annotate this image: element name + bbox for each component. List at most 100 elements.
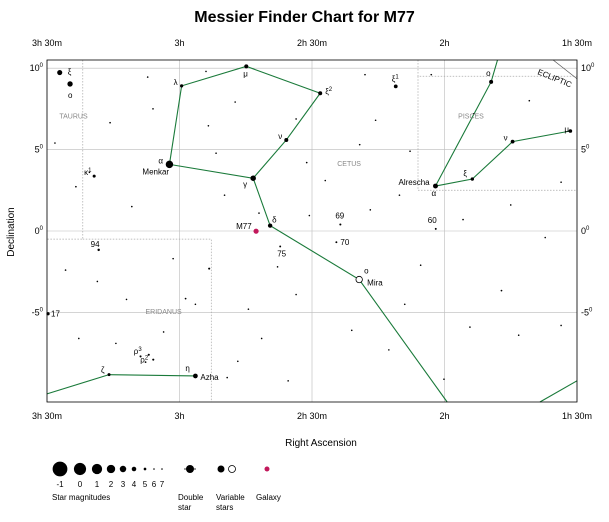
constellation-name: PISCES [458,114,484,121]
star [215,152,217,154]
legend-magnitude-dot [91,463,103,475]
star [335,241,338,244]
star [64,269,67,271]
y-tick-label-left: 100 [30,63,44,73]
star-label: 60 [428,216,437,225]
star [234,101,236,103]
star-label: 17 [51,310,60,319]
legend-double-caption-line2: star [178,503,192,512]
star-label: o [68,91,73,100]
constellation-name: CETUS [337,161,361,168]
legend-magnitudes-caption: Star magnitudes [52,493,110,502]
x-tick-label-top: 1h 30m [562,38,592,48]
star-label: 70 [340,238,349,247]
star [318,91,323,96]
star [54,142,56,144]
star-label: α [431,189,436,198]
star [358,143,361,146]
star [284,137,289,142]
star-label: η [185,364,189,373]
galaxy-m77 [253,228,259,234]
legend-magnitude-dot [73,462,87,476]
constellation-line [46,374,196,395]
galaxy-label: M77 [236,222,252,231]
x-tick-label-bottom: 3h [174,411,184,421]
star [194,303,197,306]
star [172,257,174,260]
star [419,264,422,267]
legend-double-caption-line1: Double [178,493,204,502]
star [339,223,342,226]
star [260,337,263,340]
star [528,99,531,102]
x-tick-label-bottom: 1h 30m [562,411,592,421]
star [162,331,165,333]
y-tick-label-left: 50 [35,145,44,155]
x-tick-label-top: 2h [439,38,449,48]
star [374,119,377,122]
star [125,298,128,301]
grid-lines [46,60,578,402]
star-alrescha [433,183,438,189]
star [107,373,111,377]
star [510,139,515,144]
legend-magnitude-label: 1 [95,480,100,489]
legend-magnitude-dot [106,464,116,474]
star [443,378,445,381]
star [544,236,546,239]
star [509,204,512,206]
star [369,209,372,211]
star [305,161,308,164]
star-label: o [364,267,369,276]
star [324,179,327,182]
star-label: 69 [335,211,344,220]
star [57,69,63,76]
star-label: ρ2 [140,356,149,365]
constellation-name: ERIDANUS [146,309,183,316]
legend-magnitude-label: -1 [56,480,64,489]
plot-frame [46,59,578,403]
star [92,174,96,178]
chart-title: Messier Finder Chart for M77 [194,9,415,26]
legend-magnitude-label: 0 [78,480,83,489]
star [430,73,433,76]
star [560,324,562,327]
star [308,214,311,217]
star [244,64,249,69]
star [207,124,210,127]
star-label: κ1 [84,168,92,177]
x-tick-label-top: 3h [174,38,184,48]
legend-magnitude-dot [131,466,137,472]
star [205,70,207,73]
y-tick-label-right: 100 [581,63,595,73]
legend-galaxy-caption: Galaxy [256,493,281,502]
x-axis-label: Right Ascension [285,438,357,449]
y-tick-label-left: 00 [35,226,44,236]
star [223,194,226,196]
legend-variable-star-faint [228,465,236,473]
constellation-line [252,178,448,403]
constellation-boundaries [47,60,577,402]
star [131,205,133,208]
x-tick-label-bottom: 2h 30m [297,411,327,421]
legend-magnitude-dot [161,468,163,470]
star [364,73,366,76]
star [146,76,149,78]
star [88,171,91,174]
legend-magnitude-label: 7 [160,480,165,489]
x-tick-label-top: 2h 30m [297,38,327,48]
star-label: γ [243,180,247,189]
y-tick-label-right: 00 [581,226,590,236]
star-label: o [486,69,491,78]
star-mira [355,275,363,284]
legend-variable-caption-line2: stars [216,503,233,512]
star-label: ν [278,132,282,141]
star [152,358,155,361]
y-tick-label-right: 50 [581,145,590,155]
y-axis-label: Declination [6,207,17,256]
star [180,84,184,88]
legend-magnitude-label: 6 [152,480,157,489]
star [144,361,147,363]
star [287,380,289,382]
